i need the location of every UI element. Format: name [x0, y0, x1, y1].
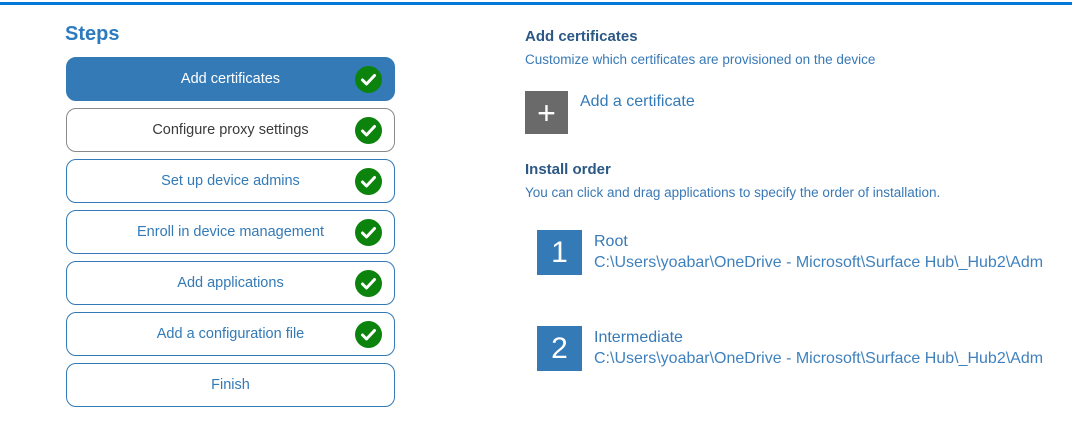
step-label: Add certificates [180, 71, 281, 87]
step-configure-proxy-settings[interactable]: Configure proxy settings [66, 108, 395, 152]
install-order-section: Install order You can click and drag app… [525, 161, 1072, 371]
check-icon [355, 269, 382, 297]
steps-list: Add certificates Configure proxy setting… [66, 57, 395, 414]
step-label: Add a configuration file [156, 326, 305, 342]
certificate-name: Root [594, 233, 628, 250]
check-icon [355, 320, 382, 348]
step-set-up-device-admins[interactable]: Set up device admins [66, 159, 395, 203]
check-icon [355, 218, 382, 246]
steps-panel-title: Steps [65, 23, 120, 45]
install-order-description: You can click and drag applications to s… [525, 185, 941, 200]
certificate-name: Intermediate [594, 329, 683, 346]
add-certificate-button[interactable]: + Add a certificate [525, 91, 1072, 134]
check-icon [355, 65, 382, 93]
install-order-list: 1 Root C:\Users\yoabar\OneDrive - Micros… [537, 230, 1072, 371]
step-label: Finish [211, 377, 250, 393]
page-description: Customize which certificates are provisi… [525, 52, 876, 67]
step-add-a-configuration-file[interactable]: Add a configuration file [66, 312, 395, 356]
install-item-text: Root C:\Users\yoabar\OneDrive - Microsof… [594, 231, 1072, 273]
order-number-badge: 2 [537, 326, 582, 371]
order-number-badge: 1 [537, 230, 582, 275]
step-add-certificates[interactable]: Add certificates [66, 57, 395, 101]
step-add-applications[interactable]: Add applications [66, 261, 395, 305]
check-icon [355, 116, 382, 144]
plus-icon[interactable]: + [525, 91, 568, 134]
certificate-path: C:\Users\yoabar\OneDrive - Microsoft\Sur… [594, 254, 1044, 271]
step-label: Set up device admins [161, 173, 300, 189]
step-label: Add applications [177, 275, 284, 291]
install-order-title: Install order [525, 161, 611, 178]
add-certificate-label: Add a certificate [580, 93, 695, 110]
step-label: Configure proxy settings [152, 122, 309, 138]
check-icon [355, 167, 382, 195]
install-item-text: Intermediate C:\Users\yoabar\OneDrive - … [594, 327, 1072, 369]
install-item-root[interactable]: 1 Root C:\Users\yoabar\OneDrive - Micros… [537, 230, 1072, 275]
step-label: Enroll in device management [137, 224, 324, 240]
page-title: Add certificates [525, 28, 638, 45]
step-enroll-in-device-management[interactable]: Enroll in device management [66, 210, 395, 254]
install-item-intermediate[interactable]: 2 Intermediate C:\Users\yoabar\OneDrive … [537, 326, 1072, 371]
step-finish[interactable]: Finish [66, 363, 395, 407]
content-panel: Add certificates Customize which certifi… [525, 28, 1072, 422]
top-accent-bar [0, 2, 1072, 5]
certificate-path: C:\Users\yoabar\OneDrive - Microsoft\Sur… [594, 350, 1044, 367]
